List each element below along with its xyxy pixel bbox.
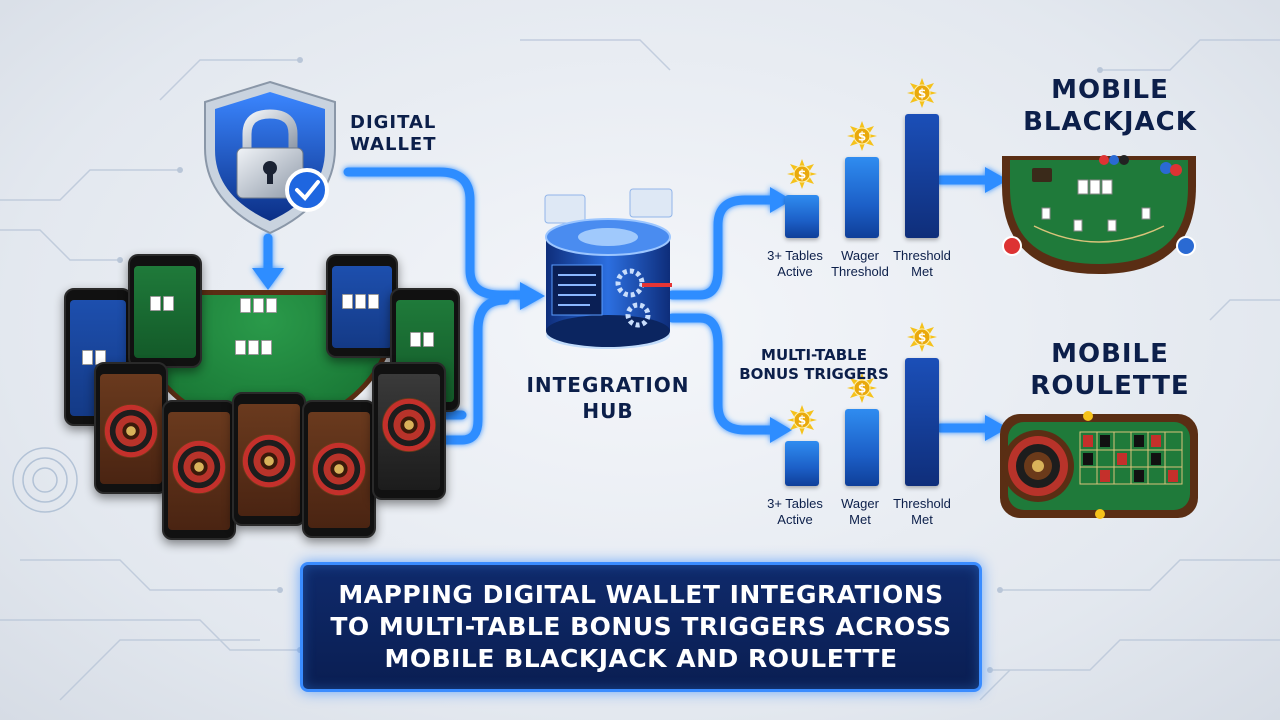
coin-symbol: $ bbox=[918, 331, 926, 345]
bar-threshold-met-roulette bbox=[905, 358, 939, 486]
phone-roulette-2 bbox=[162, 400, 236, 540]
trigger-label-bj-2-line2: Met bbox=[911, 264, 933, 279]
trigger-label-r-0-line2: Active bbox=[777, 512, 813, 527]
title-line-1: MAPPING DIGITAL WALLET INTEGRATIONS bbox=[338, 580, 944, 609]
title-line-3: MOBILE BLACKJACK AND ROULETTE bbox=[384, 644, 898, 673]
trigger-label-r-1-line1: Wager bbox=[841, 496, 879, 511]
bar-wager-met-roulette bbox=[845, 409, 879, 486]
bar-3plus-tables-blackjack bbox=[785, 195, 819, 238]
roulette-table-icon bbox=[1000, 411, 1198, 519]
trigger-label-r-1-line2: Met bbox=[849, 512, 871, 527]
digital-wallet-label-line1: DIGITAL bbox=[350, 112, 437, 133]
integration-hub-label: INTEGRATION HUB bbox=[518, 372, 698, 424]
phone-roulette-5 bbox=[372, 362, 446, 500]
bar-threshold-met-blackjack bbox=[905, 114, 939, 238]
table-cards-2 bbox=[235, 340, 272, 355]
multi-table-bonus-triggers-label: MULTI-TABLE BONUS TRIGGERS bbox=[724, 346, 904, 384]
gold-coin-icon: $ bbox=[847, 373, 877, 403]
integration-hub-label-line2: HUB bbox=[582, 399, 634, 423]
phone-roulette-1 bbox=[94, 362, 168, 494]
digital-wallet-label: DIGITAL WALLET bbox=[350, 112, 460, 156]
phone-roulette-3 bbox=[232, 392, 306, 526]
trigger-label-r-2-line1: Threshold bbox=[893, 496, 951, 511]
mobile-roulette-label-line2: ROULETTE bbox=[1030, 371, 1190, 401]
coin-symbol: $ bbox=[918, 87, 926, 101]
integration-hub-label-line1: INTEGRATION bbox=[526, 373, 690, 397]
digital-wallet-label-line2: WALLET bbox=[350, 134, 437, 155]
trigger-label-bj-2-line1: Threshold bbox=[893, 248, 951, 263]
phone-roulette-4 bbox=[302, 400, 376, 538]
trigger-label-r-2-line2: Met bbox=[911, 512, 933, 527]
trigger-label-r-0-line1: 3+ Tables bbox=[767, 496, 823, 511]
title-banner: MAPPING DIGITAL WALLET INTEGRATIONS TO M… bbox=[300, 562, 982, 692]
trigger-label-bj-0-line2: Active bbox=[777, 264, 813, 279]
trigger-label-bj-1-line1: Wager bbox=[841, 248, 879, 263]
trigger-label-bj-0-line1: 3+ Tables bbox=[767, 248, 823, 263]
gold-coin-icon: $ bbox=[847, 121, 877, 151]
gold-coin-icon: $ bbox=[907, 78, 937, 108]
coin-symbol: $ bbox=[858, 382, 866, 396]
gold-coin-icon: $ bbox=[907, 322, 937, 352]
blackjack-table-icon bbox=[1002, 155, 1196, 274]
gold-coin-icon: $ bbox=[787, 405, 817, 435]
trigger-label-bj-1-line2: Threshold bbox=[831, 264, 889, 279]
coin-symbol: $ bbox=[858, 130, 866, 144]
coin-symbol: $ bbox=[798, 168, 806, 182]
title-line-2: TO MULTI-TABLE BONUS TRIGGERS ACROSS bbox=[330, 612, 952, 641]
multi-table-label-line1: MULTI-TABLE bbox=[761, 346, 867, 364]
phone-blackjack-3 bbox=[326, 254, 398, 358]
shield-lock-icon bbox=[204, 80, 336, 235]
mobile-blackjack-label: MOBILE BLACKJACK bbox=[1010, 74, 1210, 138]
mobile-devices-cluster bbox=[60, 250, 460, 540]
multi-table-label-line2: BONUS TRIGGERS bbox=[739, 365, 889, 383]
bar-3plus-tables-roulette bbox=[785, 441, 819, 486]
gold-coin-icon: $ bbox=[787, 159, 817, 189]
mobile-roulette-label-line1: MOBILE bbox=[1051, 339, 1169, 369]
phone-blackjack-2 bbox=[128, 254, 202, 368]
coin-symbol: $ bbox=[798, 414, 806, 428]
mobile-blackjack-label-line1: MOBILE bbox=[1051, 75, 1169, 105]
integration-hub-icon bbox=[544, 188, 673, 349]
mobile-blackjack-label-line2: BLACKJACK bbox=[1023, 107, 1197, 137]
table-cards bbox=[240, 298, 277, 313]
mobile-roulette-label: MOBILE ROULETTE bbox=[1010, 338, 1210, 402]
bar-wager-threshold-blackjack bbox=[845, 157, 879, 238]
